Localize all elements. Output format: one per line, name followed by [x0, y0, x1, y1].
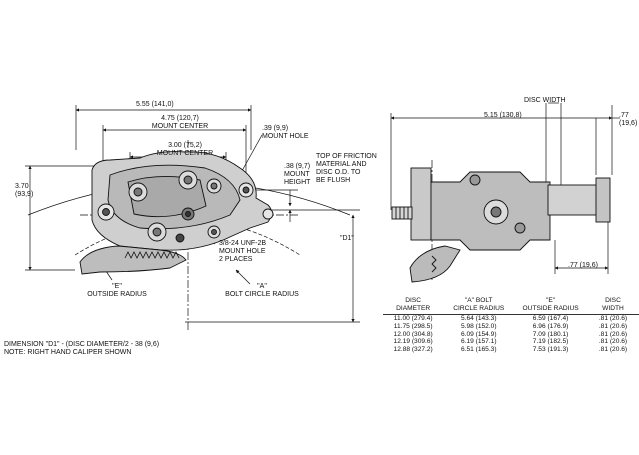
- cell-e-radius: 7.19 (182.5): [532, 338, 569, 346]
- dim-mount-hole-label: MOUNT HOLE: [262, 133, 309, 140]
- dim-right-offset-in: .77: [619, 112, 629, 119]
- e-outside-radius: "E" OUTSIDE RADIUS: [82, 283, 152, 299]
- dim-right-offset: .77 (19,6): [619, 112, 637, 128]
- dim-mount-center-inner-value: 3.00 (75,2): [168, 142, 202, 149]
- cell-a-radius: 5.64 (143.3): [460, 315, 497, 322]
- friction-note-line3: DISC O.D. TO: [316, 169, 361, 176]
- cell-disc-diameter: 11.75 (298.5): [393, 322, 433, 330]
- cell-e-radius: 7.09 (180.1): [532, 330, 569, 338]
- cell-a-radius: 6.19 (157.1): [460, 338, 497, 346]
- dim-mount-hole-value: .39 (9,9): [262, 125, 289, 132]
- note-right-hand: NOTE: RIGHT HAND CALIPER SHOWN: [4, 349, 132, 356]
- table-row: 11.00 (279.4) 5.64 (143.3) 6.59 (167.4) …: [383, 315, 639, 323]
- cell-disc-width: .81 (20.6): [598, 346, 628, 354]
- dim-overall-width: 5.55 (141,0): [136, 101, 174, 108]
- dim-mount-hole: .39 (9,9) MOUNT HOLE: [262, 125, 309, 141]
- friction-note-line2: MATERIAL AND: [316, 161, 367, 168]
- d1-label: "D1": [340, 235, 354, 242]
- a-desc: BOLT CIRCLE RADIUS: [225, 291, 299, 298]
- thread-note-line3: 2 PLACES: [219, 256, 253, 263]
- right-dimension-lines: [390, 102, 620, 280]
- cell-disc-diameter: 12.00 (304.8): [393, 330, 433, 338]
- cell-a-radius: 5.98 (152.0): [460, 322, 497, 330]
- dim-mount-height-label-2: HEIGHT: [284, 179, 311, 186]
- table-row: 12.00 (304.8) 6.09 (154.9) 7.09 (180.1) …: [383, 331, 639, 339]
- thread-note-line1: 3/8-24 UNF-2B: [219, 240, 267, 247]
- right-caliper-body: [391, 167, 611, 283]
- e-label: "E": [112, 283, 122, 290]
- a-bolt-circle-radius: "A" BOLT CIRCLE RADIUS: [222, 283, 302, 299]
- dim-right-width: 5.15 (130,8): [484, 112, 522, 119]
- dim-height-mm: (93,9): [15, 191, 34, 198]
- dim-height-in: 3.70: [15, 183, 29, 190]
- left-caliper-body: [79, 151, 274, 275]
- dim-mount-center-outer-label: MOUNT CENTER: [151, 123, 209, 130]
- friction-note-line1: TOP OF FRICTION: [316, 153, 377, 160]
- cell-disc-diameter: 12.88 (327.2): [393, 346, 433, 354]
- cell-e-radius: 7.53 (191.3): [532, 346, 569, 354]
- cell-a-radius: 6.51 (165.3): [460, 346, 497, 354]
- cell-e-radius: 6.59 (167.4): [532, 315, 569, 322]
- e-desc: OUTSIDE RADIUS: [87, 291, 147, 298]
- dim-mount-height: .38 (9,7) MOUNT HEIGHT: [284, 163, 310, 187]
- table-row: 11.75 (298.5) 5.98 (152.0) 6.96 (176.9) …: [383, 323, 639, 331]
- dim-height: 3.70 (93,9): [15, 183, 33, 199]
- friction-material-note: TOP OF FRICTION MATERIAL AND DISC O.D. T…: [316, 153, 377, 185]
- dim-right-bottom: .77 (19,6): [568, 262, 598, 269]
- dim-right-offset-mm: (19,6): [619, 120, 638, 127]
- thread-note: 3/8-24 UNF-2B MOUNT HOLE 2 PLACES: [219, 240, 266, 264]
- cell-disc-width: .81 (20.6): [598, 315, 628, 322]
- friction-note-line4: BE FLUSH: [316, 177, 351, 184]
- dim-mount-height-label-1: MOUNT: [284, 171, 310, 178]
- dim-mount-center-outer: 4.75 (120,7) MOUNT CENTER: [150, 115, 210, 131]
- dim-mount-height-value: .38 (9,7): [284, 163, 311, 170]
- table-row: 12.88 (327.2) 6.51 (165.3) 7.53 (191.3) …: [383, 346, 639, 354]
- cell-a-radius: 6.09 (154.9): [460, 330, 497, 338]
- header-e-outside-radius: "E"OUTSIDE RADIUS: [522, 297, 579, 312]
- cell-disc-diameter: 12.19 (309.6): [393, 338, 433, 346]
- cell-disc-diameter: 11.00 (279.4): [393, 315, 433, 322]
- cell-disc-width: .81 (20.6): [598, 330, 628, 338]
- cell-e-radius: 6.96 (176.9): [532, 322, 569, 330]
- dim-mount-center-inner: 3.00 (75,2) MOUNT CENTER: [155, 142, 215, 158]
- a-label: "A": [257, 283, 267, 290]
- cell-disc-width: .81 (20.6): [598, 322, 628, 330]
- disc-width-label: DISC WIDTH: [524, 97, 566, 104]
- cell-disc-width: .81 (20.6): [598, 338, 628, 346]
- note-dimension-d1: DIMENSION "D1" - (DISC DIAMETER/2 - 38 (…: [4, 341, 160, 348]
- thread-note-line2: MOUNT HOLE: [219, 248, 266, 255]
- table-row: 12.19 (309.6) 6.19 (157.1) 7.19 (182.5) …: [383, 338, 639, 346]
- dim-mount-center-inner-label: MOUNT CENTER: [156, 150, 214, 157]
- dim-mount-center-outer-value: 4.75 (120,7): [161, 115, 199, 122]
